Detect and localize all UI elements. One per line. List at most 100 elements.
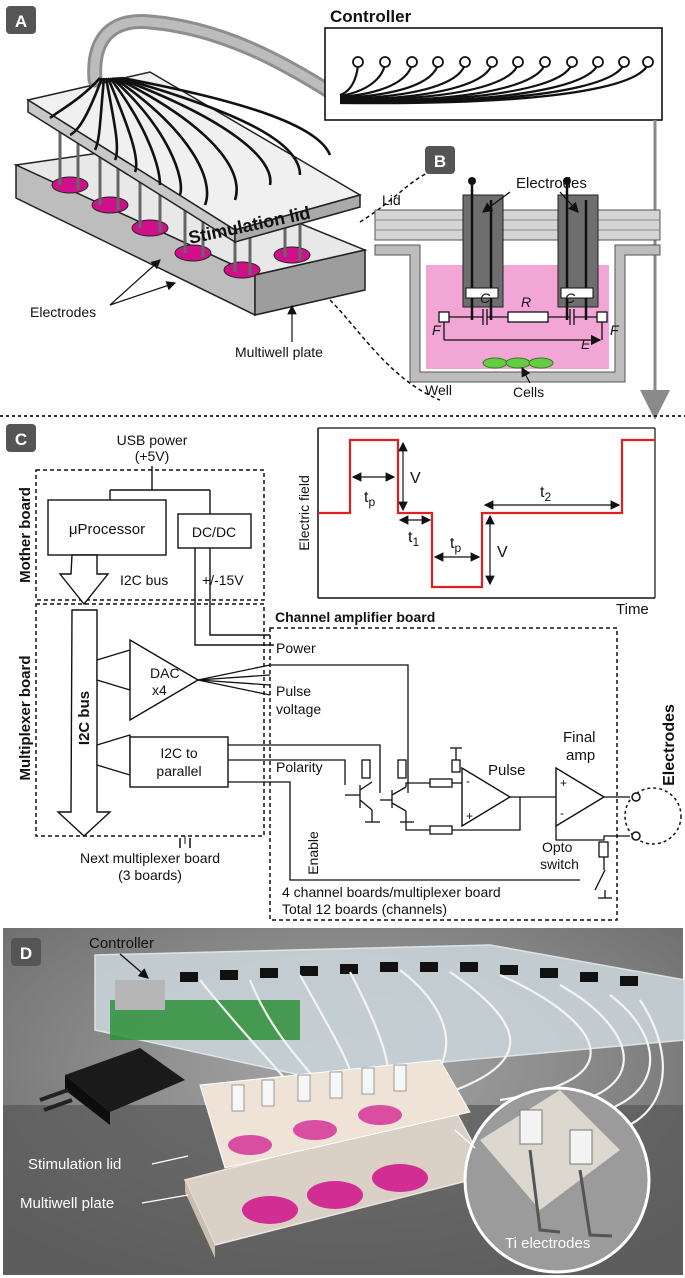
capacitor-label-left: C (480, 290, 491, 306)
lid-plate-photo (183, 1059, 492, 1258)
svg-text:t2: t2 (540, 484, 551, 504)
tp-label-first: t (364, 489, 369, 506)
panel-label-d: D (20, 944, 32, 963)
tp-sub-second: p (454, 541, 461, 555)
panel-c: C Electric field Time V V tp t1 tp (6, 424, 682, 921)
dcdc-block (177, 513, 252, 549)
next-board-label-1: Next multiplexer board (80, 850, 220, 866)
multiwell-plate-label: Multiwell plate (235, 344, 323, 360)
lid-label: Lid (382, 192, 401, 208)
equivalent-circuit (438, 309, 608, 346)
boards-note-1: 4 channel boards/multiplexer board (282, 884, 501, 900)
controller-photo-label: Controller (89, 935, 154, 952)
i2c-bus-vertical-label: I2C bus (76, 691, 93, 745)
svg-text:tp: tp (450, 535, 461, 555)
panel-badge-b: B (425, 146, 455, 174)
multiplexer-board-outline (35, 603, 265, 837)
panel-a: A (6, 6, 670, 420)
next-board-label-2: (3 boards) (118, 867, 182, 883)
panel-badge-d: D (11, 938, 41, 966)
final-amp-label-1: Final (563, 729, 596, 746)
panel-label-a: A (15, 12, 27, 31)
electrode-holders (462, 177, 599, 320)
i2c-parallel-label-1: I2C to (160, 745, 198, 761)
multiplexer-board-label: Multiplexer board (17, 655, 34, 780)
usb-power-label: USB power (117, 432, 188, 448)
panel-label-c: C (15, 430, 27, 449)
usb-voltage-label: (+5V) (135, 448, 170, 464)
capacitor-label-right: C (565, 290, 576, 306)
i2c-parallel-block (129, 736, 229, 788)
electrodes-label-b: Electrodes (516, 175, 587, 192)
mother-board-label: Mother board (17, 487, 34, 583)
multiwell-plate-photo-label: Multiwell plate (20, 1195, 114, 1212)
waveform-trace (318, 438, 655, 589)
i2c-bus-label: I2C bus (120, 572, 168, 588)
t1-sub: 1 (412, 535, 419, 549)
mother-board-outline (35, 469, 265, 601)
electrodes-label-c: Electrodes (661, 704, 678, 786)
f-label-left: F (432, 322, 442, 338)
supply-label: +/-15V (202, 572, 244, 588)
svg-text:+: + (466, 809, 473, 823)
i2c-parallel-label-2: parallel (156, 763, 201, 779)
controller-photo (94, 944, 685, 1076)
well-label: Well (425, 382, 452, 398)
svg-text:t1: t1 (408, 529, 419, 549)
controller-sockets (352, 56, 654, 68)
ti-electrodes-label: Ti electrodes (505, 1235, 590, 1252)
t1-label: t (408, 529, 413, 546)
panel-d: D (3, 928, 685, 1275)
svg-text:-: - (560, 806, 564, 820)
dac-label: DAC (150, 665, 180, 681)
pulse-amp-block (461, 766, 512, 828)
cable-bundle (49, 14, 343, 206)
cells-drawing (482, 357, 554, 369)
waveform-ylabel: Electric field (296, 475, 312, 550)
polarity-label: Polarity (276, 759, 323, 775)
channel-amp-board-outline (269, 627, 618, 921)
svg-text:-: - (466, 774, 470, 788)
resistor-label: R (521, 294, 531, 310)
controller-label: Controller (330, 7, 412, 26)
panel-b: B (374, 146, 661, 400)
panel-label-b: B (434, 152, 446, 171)
inset-magnifier (454, 1086, 651, 1274)
pulse-voltage-label-2: voltage (276, 701, 321, 717)
processor-label: μProcessor (69, 521, 145, 538)
stimulation-lid-photo-label: Stimulation lid (28, 1156, 121, 1173)
v-label-bottom: V (497, 544, 508, 561)
f-label-right: F (610, 322, 620, 338)
tp-sub-first: p (368, 495, 375, 509)
boards-note-2: Total 12 boards (channels) (282, 901, 447, 917)
enable-label: Enable (305, 831, 321, 875)
panel-badge-a: A (6, 6, 36, 34)
processor-block (47, 499, 167, 556)
dcdc-label: DC/DC (192, 524, 236, 540)
controller-box: Controller (324, 7, 670, 420)
dac-count-label: x4 (152, 682, 167, 698)
pulse-voltage-label-1: Pulse (276, 683, 311, 699)
cells-label: Cells (513, 384, 544, 400)
final-amp-label-2: amp (566, 747, 595, 764)
v-label-top: V (410, 470, 421, 487)
panel-badge-c: C (6, 424, 36, 452)
opto-label-1: Opto (542, 839, 573, 855)
dac-block (129, 638, 200, 722)
power-adapter-photo (39, 1048, 185, 1125)
t2-label: t (540, 484, 545, 501)
t2-sub: 2 (544, 490, 551, 504)
pulse-waveform: Electric field Time V V tp t1 tp t2 (296, 427, 656, 618)
field-label: E (581, 336, 591, 352)
waveform-xlabel: Time (616, 601, 649, 618)
final-amp-block (555, 766, 606, 828)
power-label: Power (276, 640, 316, 656)
transistor-stage (345, 747, 521, 835)
opto-label-2: switch (540, 856, 579, 872)
i2c-bus-arrow-top (58, 554, 110, 606)
svg-text:+: + (560, 776, 567, 790)
tp-label-second: t (450, 535, 455, 552)
electrodes-label-a: Electrodes (30, 304, 96, 320)
channel-amp-board-label: Channel amplifier board (275, 609, 435, 625)
